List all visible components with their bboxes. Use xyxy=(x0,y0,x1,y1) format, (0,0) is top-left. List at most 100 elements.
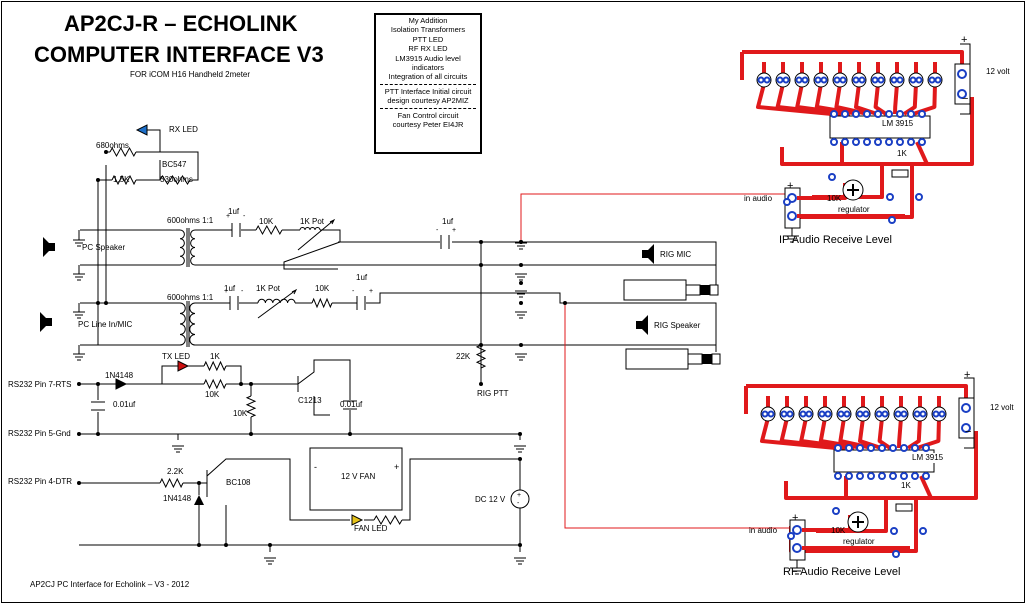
ground-symbol xyxy=(515,273,527,281)
polarity-mark: + xyxy=(224,288,228,295)
plus-sign-bottom: + xyxy=(964,369,971,381)
transformer-1-core xyxy=(186,228,190,267)
terminal-pad xyxy=(961,403,971,413)
led-pad xyxy=(928,76,936,84)
junction-dot xyxy=(77,432,81,436)
fan-credit-line: courtesy Peter EI4JR xyxy=(392,120,464,130)
chip-pin-pad xyxy=(852,138,860,146)
led-pad xyxy=(820,76,828,84)
resistor-10k-d xyxy=(245,395,257,418)
led-pad xyxy=(875,410,883,418)
chip-pin-pad xyxy=(863,110,871,118)
plus-sign-audio-top: + xyxy=(787,180,794,192)
minus-sign-bottom: − xyxy=(965,426,972,438)
resistor-680 xyxy=(109,146,137,158)
wire xyxy=(79,458,521,545)
junction-dot xyxy=(479,382,483,386)
wire xyxy=(338,241,717,282)
rs232-rts-label: RS232 Pin 7-RTS xyxy=(8,380,72,389)
wire xyxy=(195,229,341,270)
chip-pin-pad xyxy=(830,138,838,146)
regulator-pot-knob xyxy=(852,516,864,528)
led-pad xyxy=(780,410,788,418)
junction-dot xyxy=(96,432,100,436)
led-pad xyxy=(761,410,769,418)
polarity-mark: + xyxy=(226,213,230,220)
chip-pin-pad xyxy=(907,138,915,146)
resistor-1-5k xyxy=(111,174,137,186)
notes-item: LM3915 Audio level xyxy=(395,53,461,63)
fan-credit-line: Fan Control circuit xyxy=(397,110,459,120)
led-pad xyxy=(818,410,826,418)
chip-pin-pad xyxy=(834,472,842,480)
red-wire-rf-audio xyxy=(564,303,792,529)
led-pad xyxy=(795,76,803,84)
led-pad xyxy=(913,410,921,418)
ground-symbol xyxy=(515,311,527,319)
board-resistor-1k xyxy=(895,503,913,512)
rig-speaker-jack xyxy=(625,348,689,370)
power-lead xyxy=(964,377,975,449)
terminal-pad xyxy=(957,89,967,99)
transformer-2-primary xyxy=(179,302,186,346)
wire xyxy=(79,433,520,440)
chip-pin-pad xyxy=(885,110,893,118)
in-audio-bottom-label: in audio xyxy=(749,526,778,535)
resistor-10k-c xyxy=(203,378,227,390)
led-pad xyxy=(934,76,942,84)
ground-symbol xyxy=(515,290,527,298)
led-pad xyxy=(776,76,784,84)
footer-text: AP2CJ PC Interface for Echolink – V3 - 2… xyxy=(30,580,190,589)
led-pad xyxy=(900,410,908,418)
board-pad xyxy=(892,550,900,558)
pcb-trace xyxy=(838,396,873,450)
title-line-2: COMPUTER INTERFACE V3 xyxy=(34,42,324,67)
notes-item: indicators xyxy=(411,63,445,73)
led-pad xyxy=(890,76,898,84)
rig-speaker-icon xyxy=(636,315,648,335)
capacitor-1uf-b xyxy=(440,235,450,249)
twelve-volt-bottom-label: 12 volt xyxy=(990,403,1014,412)
polarity-mark: - xyxy=(352,288,355,295)
wire xyxy=(80,229,180,346)
r2-2k-label: 2.2K xyxy=(167,467,184,476)
led-pad xyxy=(763,76,771,84)
chip-pin-pad xyxy=(878,444,886,452)
rs232-dtr-label: RS232 Pin 4-DTR xyxy=(8,477,73,486)
notes-divider xyxy=(380,107,476,109)
junction-dot xyxy=(77,382,81,386)
led-pad xyxy=(805,410,813,418)
r10k-b-label: 10K xyxy=(315,284,330,293)
resistor-1k-tx xyxy=(203,360,227,372)
junction-dot xyxy=(104,301,108,305)
ptt-credit-line: design courtesy AP2MIZ xyxy=(387,96,469,106)
capacitor-001-a xyxy=(91,401,105,411)
fan-led-icon xyxy=(351,514,364,526)
polarity-mark: - xyxy=(243,213,246,220)
wire xyxy=(297,359,351,434)
pot-b-label: 1K Pot xyxy=(256,284,281,293)
ptt-credit-line: PTT Interface Initial circuit xyxy=(384,86,472,96)
wire xyxy=(97,165,107,345)
r1k-tx-label: 1K xyxy=(210,352,220,361)
chip-pin-pad xyxy=(856,472,864,480)
chip-pin-pad xyxy=(889,472,897,480)
capacitor-1uf-d xyxy=(356,296,366,310)
chip-pin-pad xyxy=(867,444,875,452)
bc547-label: BC547 xyxy=(162,160,187,169)
led-pad xyxy=(799,410,807,418)
ground-symbol xyxy=(790,560,804,575)
led-pad xyxy=(757,76,765,84)
led-pad xyxy=(871,76,879,84)
junction-dot xyxy=(518,457,522,461)
wire xyxy=(195,292,717,345)
pcb-trace xyxy=(873,62,888,116)
junction-dot xyxy=(518,543,522,547)
rig-speaker-jack-end xyxy=(711,353,721,365)
terminal-pad xyxy=(792,525,802,535)
pot-b-coil xyxy=(257,298,296,304)
junction-dot xyxy=(77,481,81,485)
rig-speaker-label: RIG Speaker xyxy=(654,321,701,330)
dc-minus: - xyxy=(517,500,520,507)
